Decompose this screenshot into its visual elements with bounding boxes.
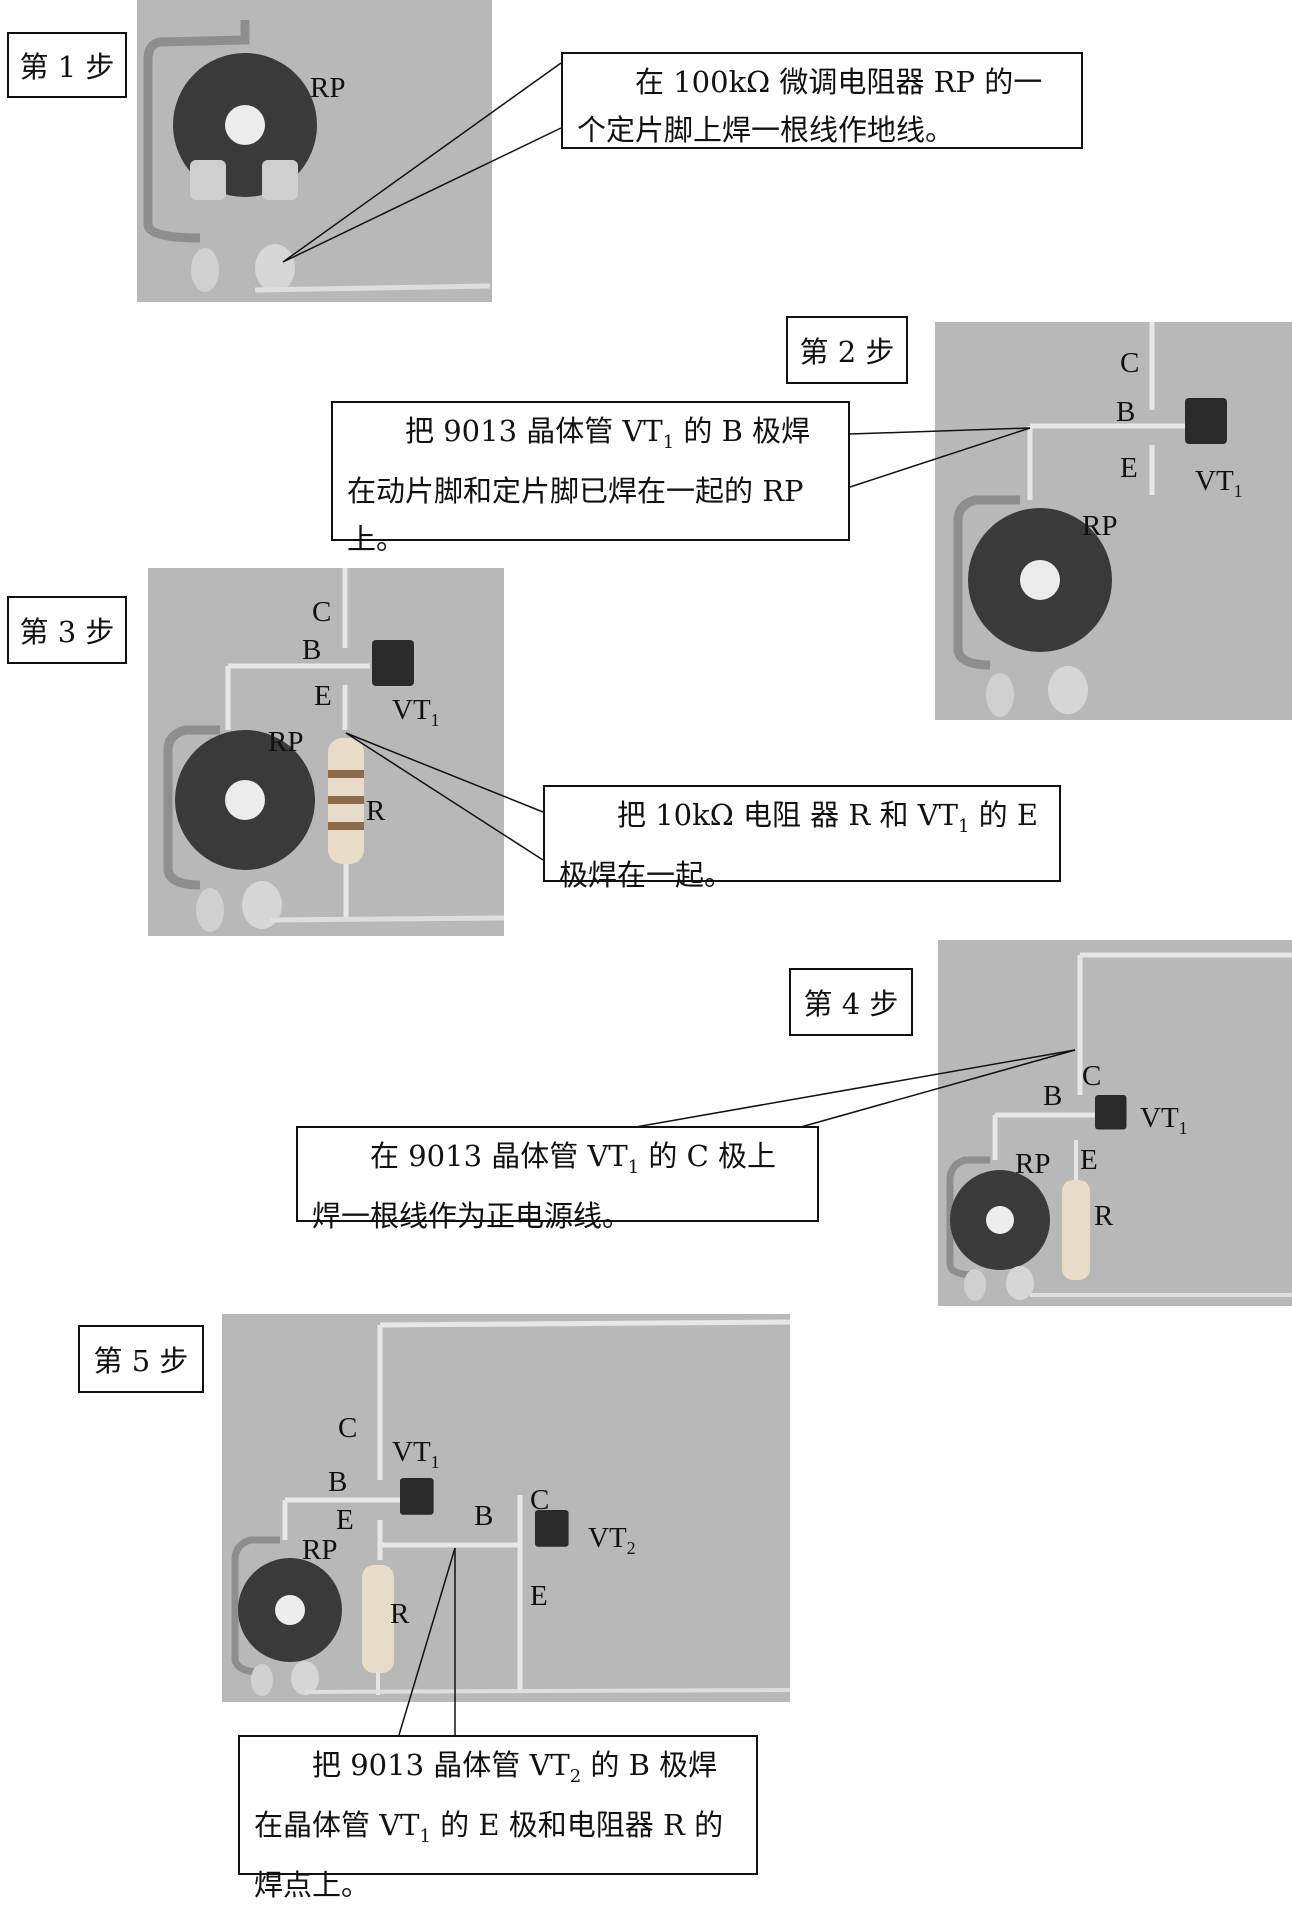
step2-b-label: B [1116, 396, 1136, 428]
step5-c2-label: C [530, 1484, 550, 1516]
step2-caption-sub: 1 [662, 431, 675, 453]
step3-c-label: C [312, 596, 332, 628]
step3-label: 第 3 步 [7, 596, 127, 664]
step4-vt-text: VT [1140, 1102, 1179, 1134]
step4-photo [938, 940, 1292, 1306]
step2-caption-b: 的 B 极焊在动片脚和定片脚已焊在一起的 RP 上。 [347, 414, 811, 556]
step3-caption: 把 10kΩ 电阻 器 R 和 VT1 的 E 极焊在一起。 [543, 785, 1061, 892]
step4-caption-a: 在 9013 晶体管 VT [370, 1139, 628, 1173]
step4-r-label: R [1094, 1200, 1114, 1232]
step1-rp-label: RP [310, 72, 346, 104]
step5-b2-label: B [474, 1500, 494, 1532]
step4-label: 第 4 步 [789, 968, 913, 1036]
step2-c-label: C [1120, 347, 1140, 379]
step3-rp-label: RP [268, 726, 304, 758]
step3-e-label: E [314, 680, 332, 712]
step3-r-label: R [366, 795, 386, 827]
step5-rp-label: RP [302, 1534, 338, 1566]
step1-caption: 在 100kΩ 微调电阻器 RP 的一个定片脚上焊一根线作地线。 [561, 52, 1083, 149]
step5-caption-sub-a: 2 [569, 1765, 582, 1787]
step2-rp-label: RP [1082, 510, 1118, 542]
step4-vt1-label: VT1 [1140, 1102, 1188, 1139]
step5-caption-sub-b: 1 [419, 1825, 431, 1847]
step4-caption-sub: 1 [627, 1156, 640, 1178]
step4-rp-label: RP [1015, 1148, 1051, 1180]
step5-e1-label: E [336, 1504, 354, 1536]
step5-assembly [231, 1319, 791, 1696]
step5-vt2-sub: 2 [626, 1537, 636, 1558]
step5-caption-c: 的 E 极和电阻器 R 的焊点上。 [254, 1807, 724, 1902]
step4-vt-sub: 1 [1178, 1117, 1188, 1138]
step2-caption: 把 9013 晶体管 VT1 的 B 极焊在动片脚和定片脚已焊在一起的 RP 上… [331, 401, 850, 556]
step5-e2-label: E [530, 1580, 548, 1612]
step5-c1-label: C [338, 1412, 358, 1444]
step3-b-label: B [302, 634, 322, 666]
step3-caption-a: 把 10kΩ 电阻 器 R 和 VT [617, 798, 958, 832]
step5-vt1-sub: 1 [430, 1451, 440, 1472]
step1-label: 第 1 步 [7, 32, 127, 98]
step2-vt-text: VT [1195, 465, 1234, 497]
step4-b-label: B [1043, 1080, 1063, 1112]
step4-caption: 在 9013 晶体管 VT1 的 C 极上焊一根线作为正电源线。 [296, 1126, 819, 1233]
step3-vt-sub: 1 [430, 709, 440, 730]
step5-photo [222, 1314, 790, 1702]
step5-b1-label: B [328, 1466, 348, 1498]
step1-photo [137, 0, 492, 302]
step4-c-label: C [1082, 1060, 1102, 1092]
step3-vt1-label: VT1 [392, 694, 440, 731]
step5-caption-a: 把 9013 晶体管 VT [312, 1748, 570, 1782]
step2-label: 第 2 步 [786, 316, 908, 384]
step4-e-label: E [1080, 1144, 1098, 1176]
step2-e-label: E [1120, 452, 1138, 484]
step5-vt1-label: VT1 [392, 1436, 440, 1473]
step3-assembly [163, 568, 505, 932]
step5-r-label: R [390, 1598, 410, 1630]
step5-caption-b: 的 B 极焊在晶体管 VT [254, 1748, 718, 1842]
step3-vt-text: VT [392, 694, 431, 726]
step2-caption-a: 把 9013 晶体管 VT [405, 414, 663, 448]
step4-assembly [946, 952, 1292, 1301]
step2-vt1-label: VT1 [1195, 465, 1243, 502]
step3-caption-b: 的 E 极焊在一起。 [559, 798, 1039, 892]
step2-vt-sub: 1 [1233, 480, 1243, 501]
step3-caption-sub: 1 [957, 815, 970, 837]
step5-label: 第 5 步 [78, 1325, 204, 1393]
step5-caption: 把 9013 晶体管 VT2 的 B 极焊在晶体管 VT1 的 E 极和电阻器 … [238, 1735, 758, 1902]
step5-vt1-text: VT [392, 1436, 431, 1468]
step4-caption-b: 的 C 极上焊一根线作为正电源线。 [312, 1139, 777, 1233]
step1-rp-potentiometer [143, 20, 491, 293]
step5-vt2-text: VT [588, 1522, 627, 1554]
step5-vt2-label: VT2 [588, 1522, 636, 1559]
